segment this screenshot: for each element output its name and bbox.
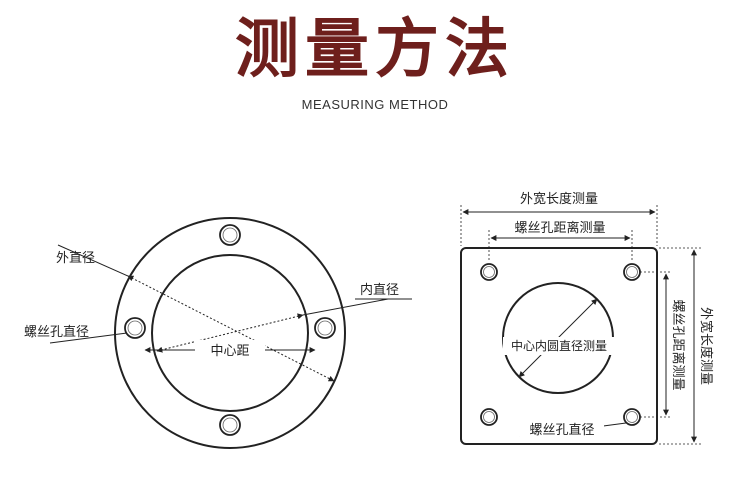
- square-flange-outline: [460, 247, 658, 445]
- corner-hole-bottom-left-inner: [483, 411, 495, 423]
- page-title: 测量方法: [235, 13, 515, 87]
- outer-diameter-measure-line: [127, 275, 335, 382]
- outer-width-label: 外宽长度测量: [520, 191, 598, 207]
- bolt-hole-right-inner: [317, 320, 333, 336]
- round-flange-outer-circle: [114, 217, 346, 449]
- round-flange-inner-circle: [151, 254, 309, 412]
- bolt-hole-bottom-inner: [222, 417, 238, 433]
- center-distance-label-bg: [195, 340, 265, 360]
- bolt-hole-left-inner: [127, 320, 143, 336]
- corner-hole-bottom-right-inner: [626, 411, 638, 423]
- outer-length-vertical-label: 外宽长度测量: [698, 307, 714, 385]
- square-bolt-hole-label-bg: [520, 420, 604, 438]
- center-distance-label: 中心距: [210, 344, 249, 359]
- bolt-distance-vertical-label: 螺丝孔距离测量: [670, 299, 686, 390]
- bolt-distance-label: 螺丝孔距离测量: [514, 220, 605, 236]
- bolt-hole-diameter-leader: [49, 332, 128, 344]
- round-flange-diagram: 外直径 中心距 内直径 螺丝孔直径: [24, 217, 412, 449]
- outer-diameter-label: 外直径: [56, 251, 95, 266]
- bolt-hole-diameter-label: 螺丝孔直径: [24, 325, 89, 340]
- bolt-hole-bottom: [219, 414, 241, 436]
- corner-hole-top-right-inner: [626, 266, 638, 278]
- round-flange-bolt-holes: [124, 224, 336, 436]
- outer-diameter-leader: [57, 244, 129, 277]
- center-circle-diameter-label: 中心内圆直径测量: [511, 338, 607, 353]
- corner-hole-bottom-left: [480, 408, 498, 426]
- square-bolt-hole-diameter-label: 螺丝孔直径: [529, 423, 594, 438]
- corner-hole-top-left: [480, 263, 498, 281]
- page-subtitle: MEASURING METHOD: [301, 97, 449, 112]
- bolt-hole-top-inner: [222, 227, 238, 243]
- center-circle-label-bg: [503, 337, 615, 355]
- inner-diameter-label: 内直径: [360, 282, 399, 298]
- corner-hole-top-left-inner: [483, 266, 495, 278]
- inner-diameter-measure-line: [156, 313, 304, 353]
- bolt-hole-top: [219, 224, 241, 246]
- square-flange-diagram: 中心内圆直径测量 外宽长度测量 螺丝孔距离测量 外宽长度测量 螺丝孔距离测量 螺…: [460, 191, 714, 445]
- inner-diameter-leader: [302, 298, 389, 316]
